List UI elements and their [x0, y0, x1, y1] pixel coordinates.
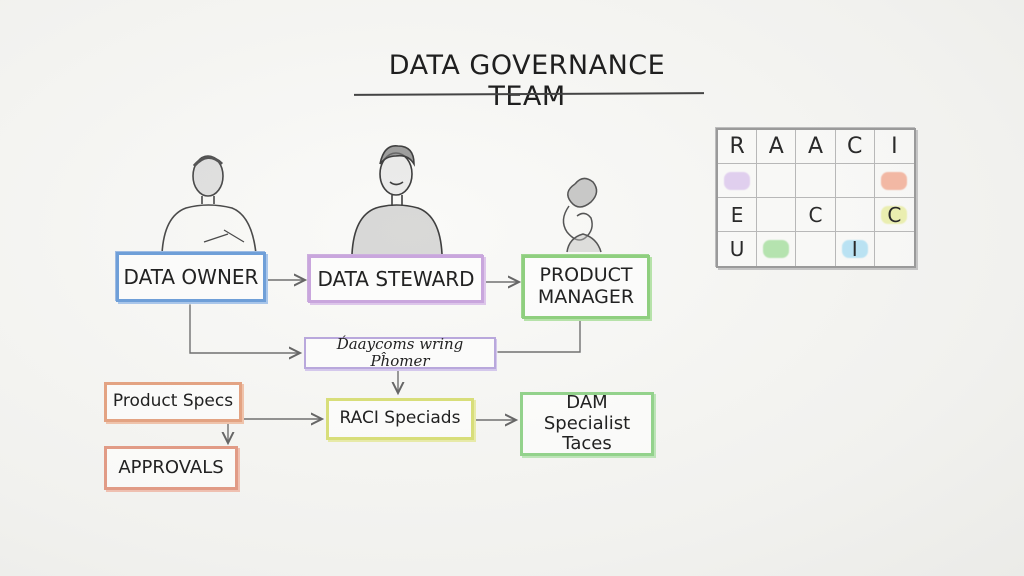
raci-cell [796, 232, 836, 266]
node-label-line-2: Taces [562, 433, 612, 455]
node-product-specs[interactable]: Product Specs [104, 382, 242, 422]
raci-cell: C [874, 198, 914, 232]
raci-cell [874, 164, 914, 198]
raci-cell [875, 232, 914, 266]
node-label-line-1: PRODUCT [539, 264, 633, 287]
raci-cell-letter: A [768, 134, 784, 159]
person-icon [351, 145, 443, 255]
node-label: RACI Speciads [339, 408, 461, 429]
node-product-manager[interactable]: PRODUCT MANAGER [522, 255, 650, 319]
raci-cell-letter: E [730, 202, 744, 227]
raci-cell-letter: I [891, 134, 898, 159]
raci-cell [835, 164, 875, 198]
node-label: APPROVALS [118, 456, 224, 478]
node-label: D́aaycoms wring Pĥomer [336, 334, 464, 370]
node-data-steward[interactable]: DATA STEWARD [308, 255, 484, 303]
node-label-line-2: MANAGER [537, 286, 635, 308]
raci-color-swatch [841, 240, 868, 258]
node-data-owner[interactable]: DATA OWNER [116, 252, 266, 302]
raci-cell: A [757, 130, 797, 164]
node-approvals[interactable]: APPROVALS [104, 446, 238, 490]
raci-color-swatch [881, 205, 908, 224]
raci-cell: I [874, 130, 914, 164]
node-middle-box[interactable]: D́aaycoms wring Pĥomer [304, 334, 496, 370]
node-label: DATA OWNER [123, 264, 259, 289]
node-raci-specials[interactable]: RACI Speciads [326, 398, 474, 440]
raci-cell-letter: C [887, 202, 902, 227]
raci-cell [757, 164, 797, 198]
raci-color-swatch [724, 171, 751, 190]
node-label-line-1: DAM Specialist [543, 391, 631, 434]
raci-cell: U [718, 232, 758, 266]
raci-cell [796, 164, 836, 198]
raci-cell-letter: U [729, 237, 745, 261]
raci-color-swatch [881, 171, 908, 190]
raci-cell: I [836, 232, 875, 266]
raci-cell: C [835, 130, 875, 164]
raci-cell-letter: R [729, 134, 745, 159]
raci-cell-letter: C [847, 134, 863, 159]
raci-cell-letter: C [808, 202, 823, 227]
raci-cell-letter: I [851, 237, 858, 261]
node-dam-specialist[interactable]: DAM Specialist Taces [520, 392, 654, 456]
raci-cell: R [718, 130, 758, 164]
raci-cell-letter: A [807, 134, 824, 159]
raci-color-swatch [763, 240, 790, 258]
raci-cell [718, 164, 758, 198]
person-icon [161, 155, 257, 254]
node-label: Product Specs [112, 391, 234, 412]
raci-cell [835, 198, 875, 232]
raci-cell [757, 198, 797, 232]
raci-cell [757, 232, 797, 266]
raci-cell: C [796, 198, 836, 232]
line-owner-down [189, 304, 300, 353]
node-label: DATA STEWARD [317, 266, 475, 291]
person-icon [562, 177, 602, 253]
line-product-down [497, 319, 581, 353]
raci-cell: A [796, 130, 836, 164]
raci-cell: E [718, 198, 758, 232]
page-title: DATA GOVERNANCE TEAM [388, 50, 666, 112]
